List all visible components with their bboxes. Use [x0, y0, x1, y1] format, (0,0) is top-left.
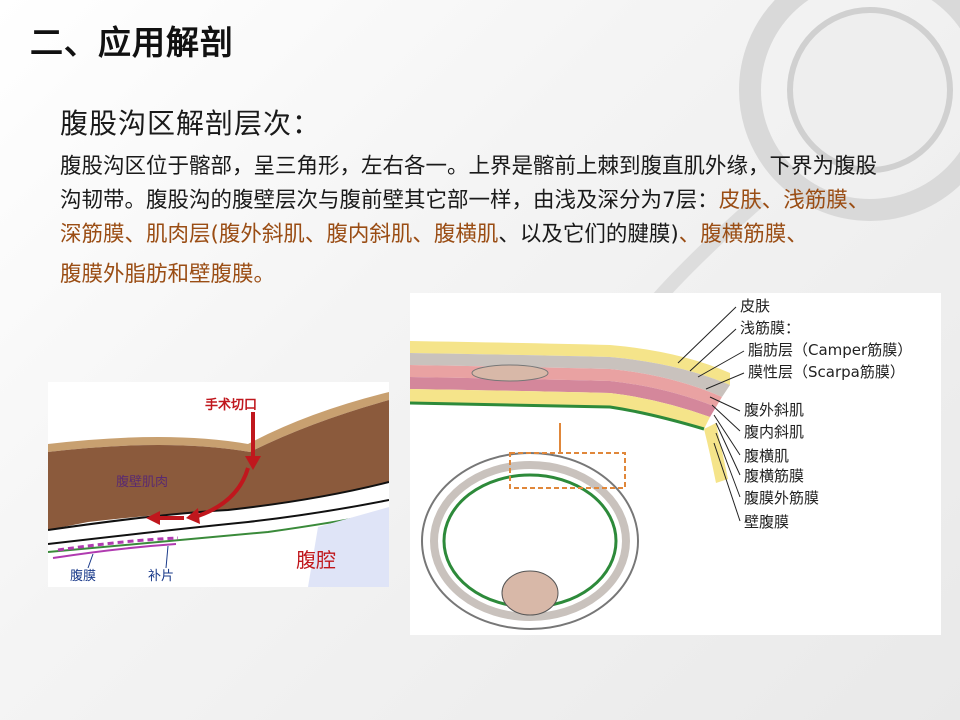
peritoneum-label: 腹膜 — [70, 568, 96, 584]
label-superficial-fascia: 浅筋膜： — [740, 319, 800, 337]
label-external-oblique: 腹外斜肌 — [744, 401, 804, 419]
section-subtitle: 腹股沟区解剖层次： — [60, 107, 322, 140]
label-parietal-peritoneum: 壁腹膜 — [744, 513, 789, 531]
label-transversalis-fascia: 腹横筋膜 — [744, 467, 804, 485]
label-skin: 皮肤 — [740, 297, 770, 315]
paragraph-text-intro: 腹股沟区位于髂部，呈三角形，左右各一。上界是髂前上棘到腹直肌外缘，下界为腹股沟韧… — [60, 154, 878, 213]
paragraph-layers-highlight-3: 腹膜外脂肪和壁腹膜。 — [60, 262, 276, 287]
body-paragraph: 腹股沟区位于髂部，呈三角形，左右各一。上界是髂前上棘到腹直肌外缘，下界为腹股沟韧… — [60, 150, 890, 292]
patch-label: 补片 — [148, 569, 174, 584]
label-membranous-layer: 膜性层（Scarpa筋膜） — [748, 363, 905, 381]
paragraph-layers-highlight: 皮肤、浅筋膜、深筋膜、肌肉层(腹外斜肌、腹内斜肌、腹横肌 — [60, 188, 870, 247]
cavity-label: 腹腔 — [296, 548, 336, 572]
label-fat-layer: 脂肪层（Camper筋膜） — [748, 341, 912, 359]
label-internal-oblique: 腹内斜肌 — [744, 423, 804, 441]
paragraph-layers-highlight-2: 、腹横筋膜、 — [678, 222, 808, 247]
slide-title: 二、应用解剖 — [30, 23, 234, 62]
paragraph-text-aponeurosis: 、以及它们的腱膜) — [498, 222, 679, 247]
muscle-label: 腹壁肌肉 — [116, 474, 168, 490]
abdominal-layers-figure: 皮肤 浅筋膜： 脂肪层（Camper筋膜） 膜性层（Scarpa筋膜） 腹外斜肌… — [409, 293, 941, 635]
label-transversus: 腹横肌 — [744, 447, 789, 465]
abdominal-layers-diagram: 皮肤 浅筋膜： 脂肪层（Camper筋膜） 膜性层（Scarpa筋膜） 腹外斜肌… — [409, 297, 912, 630]
incision-label: 手术切口 — [205, 397, 257, 413]
surgical-incision-diagram: 手术切口 腹壁肌肉 腹腔 腹膜 补片 — [47, 392, 390, 587]
surgical-incision-figure: 手术切口 腹壁肌肉 腹腔 腹膜 补片 — [47, 382, 390, 587]
label-extraperitoneal: 腹膜外筋膜 — [744, 489, 819, 507]
